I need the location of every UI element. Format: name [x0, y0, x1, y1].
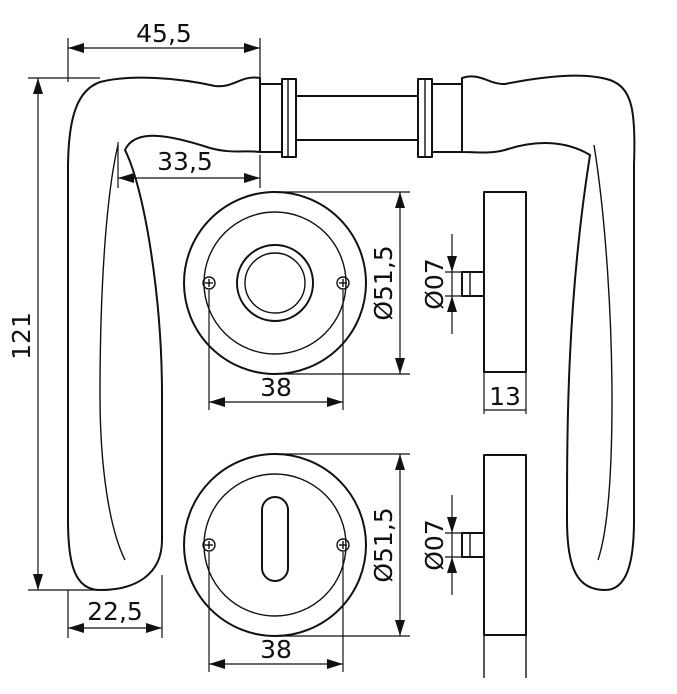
dim-rose-diameter-top-label: Ø51,5 [369, 245, 398, 320]
dim-height: 121 [7, 77, 100, 591]
dim-spindle-bottom: Ø07 [420, 495, 462, 595]
right-lever-handle [461, 74, 636, 591]
left-lever-handle [67, 76, 261, 591]
dim-spindle-top: Ø07 [420, 234, 462, 334]
screw-right-bottom [336, 538, 350, 552]
dim-screw-spacing-top: 38 [208, 290, 344, 410]
dim-handle-length: 45,5 [67, 19, 261, 82]
dim-rose-thickness-label: 13 [489, 382, 521, 411]
top-rose-front [183, 191, 367, 375]
right-neck-collars [417, 78, 463, 158]
dim-rose-thickness: 13 [483, 372, 527, 414]
bottom-rose-side [461, 454, 527, 678]
dim-screw-spacing-bottom-label: 38 [260, 635, 292, 664]
left-neck-collars [259, 78, 297, 158]
dim-spindle-bottom-label: Ø07 [420, 519, 449, 571]
dim-spindle-top-label: Ø07 [420, 258, 449, 310]
dim-grip-length-label: 33,5 [157, 147, 213, 176]
dim-screw-spacing-bottom: 38 [208, 552, 344, 672]
dim-handle-length-label: 45,5 [136, 19, 192, 48]
screw-left-bottom [202, 538, 216, 552]
dim-base-width-label: 22,5 [87, 597, 143, 626]
bottom-rose-front [183, 453, 367, 637]
dim-base-width: 22,5 [67, 575, 163, 638]
screw-right-top [336, 276, 350, 290]
dim-rose-diameter-bottom: Ø51,5 [275, 453, 410, 637]
dim-height-label: 121 [7, 312, 36, 360]
dim-rose-diameter-top: Ø51,5 [275, 191, 410, 375]
dim-grip-length: 33,5 [117, 142, 261, 188]
top-rose-side [461, 191, 527, 373]
dim-rose-diameter-bottom-label: Ø51,5 [369, 507, 398, 582]
dim-screw-spacing-top-label: 38 [260, 373, 292, 402]
spindle [295, 95, 419, 141]
screw-left-top [202, 276, 216, 290]
